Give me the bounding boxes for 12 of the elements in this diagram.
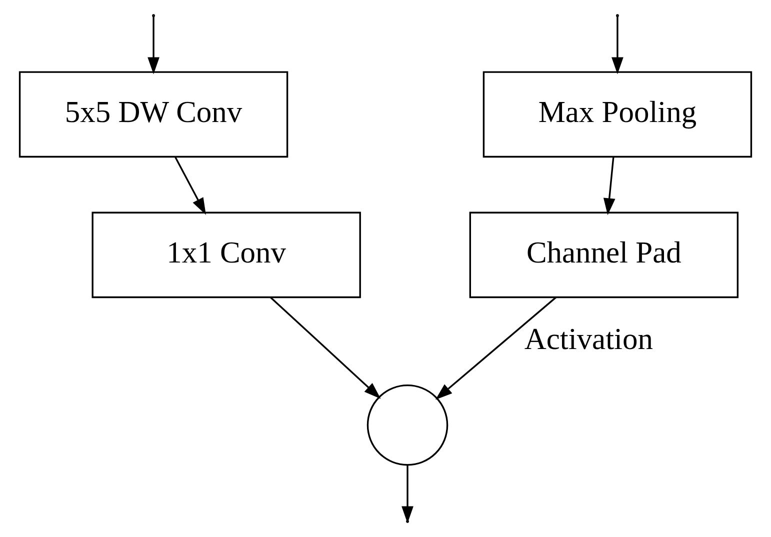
arrow <box>603 157 616 216</box>
node-box: Max Pooling <box>482 71 752 158</box>
arrow <box>148 16 160 74</box>
edge-label: Activation <box>524 322 653 356</box>
node-box: Channel Pad <box>469 212 739 298</box>
arrow <box>435 296 556 400</box>
node-box: 5x5 DW Conv <box>18 71 288 158</box>
node-circle <box>366 384 448 466</box>
node-box: 1x1 Conv <box>92 212 361 298</box>
arrow <box>174 156 206 215</box>
arrow <box>270 296 381 399</box>
arrow <box>612 16 624 74</box>
